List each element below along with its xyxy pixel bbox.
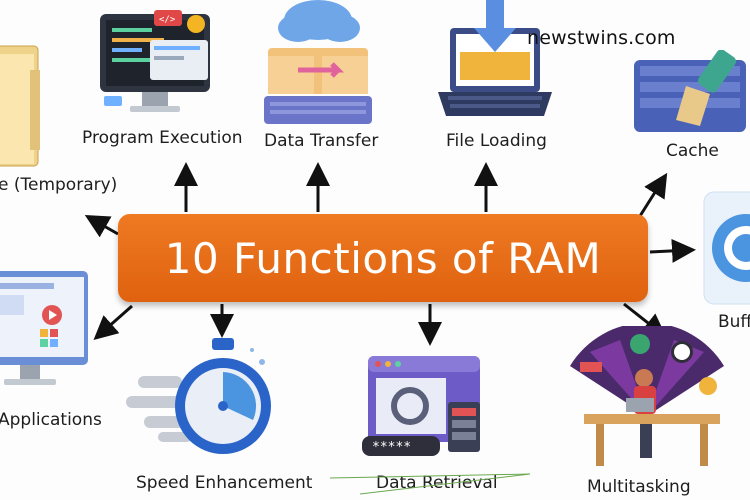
label-speed-enhancement: Speed Enhancement xyxy=(136,473,313,493)
title-banner: 10 Functions of RAM xyxy=(118,214,648,302)
multitasking-icon xyxy=(570,326,724,466)
arrow-applications xyxy=(93,304,133,340)
file-loading-icon xyxy=(438,0,552,116)
applications-icon xyxy=(0,271,88,385)
data-retrieval-icon: ***** xyxy=(362,356,480,456)
arrow-cache xyxy=(638,172,668,217)
label-buffer: Buff xyxy=(718,312,750,332)
site-watermark: newstwins.com xyxy=(527,27,676,49)
label-data-transfer: Data Transfer xyxy=(264,131,379,151)
svg-text:*****: ***** xyxy=(372,440,411,455)
arrow-temporary xyxy=(84,215,119,238)
label-data-retrieval: Data Retrieval xyxy=(376,473,498,493)
cache-icon xyxy=(634,50,746,132)
buffer-icon xyxy=(703,191,750,305)
page-title: 10 Functions of RAM xyxy=(164,233,602,283)
label-multitasking: Multitasking xyxy=(587,477,691,497)
label-program-execution: Program Execution xyxy=(82,128,243,148)
data-transfer-icon xyxy=(264,0,372,124)
svg-text:</>: </> xyxy=(159,15,176,25)
label-file-loading: File Loading xyxy=(446,131,547,151)
label-temporary-storage: e (Temporary) xyxy=(0,175,118,195)
label-applications: Applications xyxy=(0,410,102,430)
label-cache: Cache xyxy=(666,141,719,161)
program-execution-icon: </> xyxy=(100,10,210,112)
speed-enhancement-icon xyxy=(126,338,271,454)
arrow-buffer xyxy=(649,238,696,263)
temporary-storage-icon xyxy=(0,45,40,167)
